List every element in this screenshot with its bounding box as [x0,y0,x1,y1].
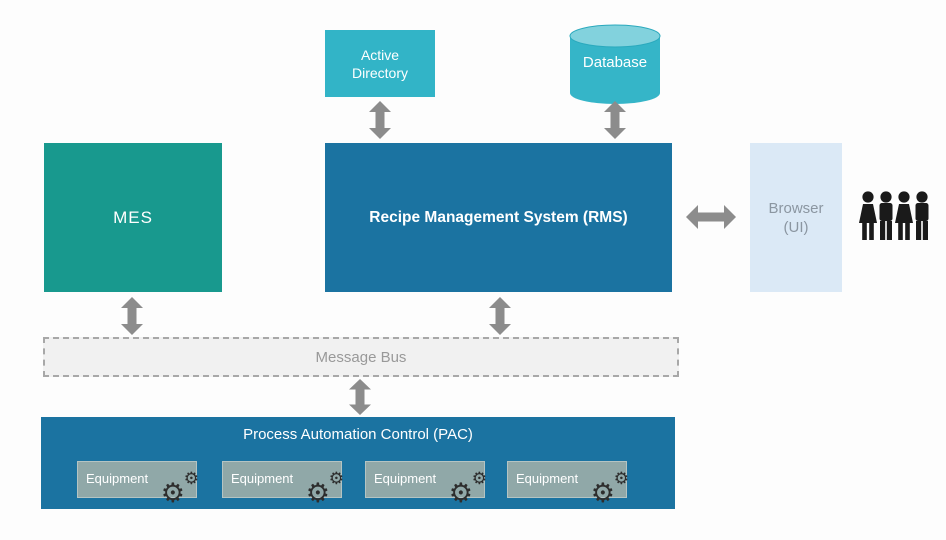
up-down-arrow-icon [604,101,626,139]
gear-icon: ⚙ [471,469,487,489]
equipment-box-2: Equipment ⚙ ⚙ [222,461,344,507]
up-down-arrow-icon [121,297,143,335]
node-mes: MES [44,143,222,292]
gear-icon: ⚙ [328,469,344,489]
up-down-arrow-icon [489,297,511,335]
message-bus-label: Message Bus [315,348,407,366]
gear-icon: ⚙ [305,478,330,509]
database-label: Database [582,54,648,71]
arrow-rms-bus [489,297,511,335]
node-browser-ui: Browser (UI) [750,143,842,292]
equipment-label: Equipment [374,471,437,486]
equipment-box-1: Equipment ⚙ ⚙ [77,461,199,507]
node-rms: Recipe Management System (RMS) [325,143,672,292]
node-message-bus: Message Bus [43,337,679,377]
equipment-label: Equipment [231,471,294,486]
node-active-directory: Active Directory [325,30,435,97]
gear-icon: ⚙ [160,478,185,509]
equipment-label: Equipment [516,471,579,486]
node-pac: Process Automation Control (PAC) Equipme… [41,417,675,509]
mes-label: MES [113,207,153,227]
rms-label: Recipe Management System (RMS) [369,208,628,226]
arrow-rms-browser [686,204,736,230]
node-database: Database [569,24,661,106]
equipment-box-3: Equipment ⚙ ⚙ [365,461,487,507]
active-directory-label: Active Directory [351,46,408,81]
equipment-box-4: Equipment ⚙ ⚙ [507,461,629,507]
gear-icon: ⚙ [183,469,199,489]
up-down-arrow-icon [369,101,391,139]
users-group [858,190,932,246]
browser-label-line1: Browser [768,199,824,217]
browser-label-line2: (UI) [783,218,809,236]
equipment-label: Equipment [86,471,149,486]
users-icon [859,191,929,240]
gear-icon: ⚙ [613,469,629,489]
up-down-arrow-icon [349,379,371,415]
arrow-mes-bus [121,297,143,335]
arrow-bus-pac [349,379,371,415]
gear-icon: ⚙ [448,478,473,509]
left-right-arrow-icon [686,205,736,229]
pac-label: Process Automation Control (PAC) [243,426,473,443]
gear-icon: ⚙ [590,478,615,509]
arrow-ad-rms [369,101,391,139]
database-cylinder-icon [569,24,661,104]
arrow-db-rms [604,101,626,139]
